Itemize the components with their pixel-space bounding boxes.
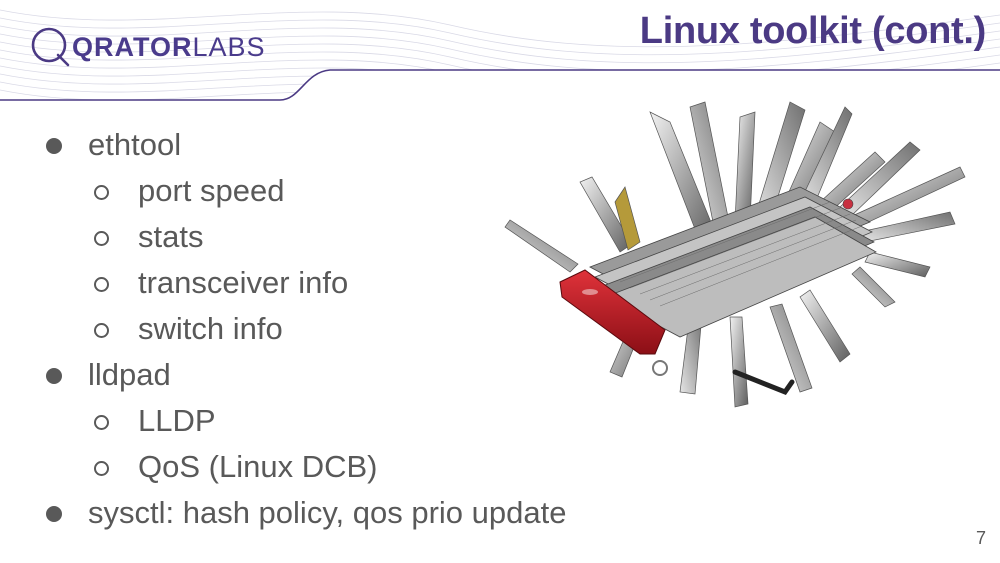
sub-bullet-text: transceiver info — [138, 265, 349, 300]
page-number: 7 — [975, 528, 986, 548]
bullet-text: sysctl: hash policy, qos prio update — [88, 495, 567, 530]
sub-bullet-item: stats — [40, 214, 660, 260]
sub-bullet-item: switch info — [40, 306, 660, 352]
bullet-text: ethtool — [88, 127, 182, 162]
slide-title: Linux toolkit (cont.) — [639, 10, 987, 52]
sub-bullet-text: port speed — [138, 173, 285, 208]
sub-bullet-text: switch info — [138, 311, 283, 346]
logo-text-light: LABS — [192, 31, 266, 62]
qrator-labs-logo: QRATORLABS — [28, 22, 266, 68]
sub-bullet-text: stats — [138, 219, 204, 254]
filled-bullet-icon — [46, 506, 62, 522]
hollow-bullet-icon — [94, 277, 109, 292]
filled-bullet-icon — [46, 368, 62, 384]
hollow-bullet-icon — [94, 323, 109, 338]
bullet-item: lldpad — [40, 352, 660, 398]
sub-bullet-item: LLDP — [40, 398, 660, 444]
sub-bullet-text: LLDP — [138, 403, 216, 438]
logo-text-bold: QRATOR — [72, 31, 193, 62]
hollow-bullet-icon — [94, 461, 109, 476]
bullet-item: ethtool — [40, 122, 660, 168]
sub-bullet-item: transceiver info — [40, 260, 660, 306]
filled-bullet-icon — [46, 138, 62, 154]
hollow-bullet-icon — [94, 231, 109, 246]
sub-bullet-text: QoS (Linux DCB) — [138, 449, 378, 484]
hollow-bullet-icon — [94, 185, 109, 200]
swiss-army-knife-image — [504, 101, 966, 408]
header-wave-background — [0, 9, 1000, 110]
hollow-bullet-icon — [94, 415, 109, 430]
sub-bullet-item: QoS (Linux DCB) — [40, 444, 660, 490]
bullet-item: sysctl: hash policy, qos prio update — [40, 490, 660, 536]
qrator-logo-icon — [31, 27, 70, 67]
sub-bullet-item: port speed — [40, 168, 660, 214]
bullet-text: lldpad — [88, 357, 171, 392]
logo-wordmark: QRATORLABS — [72, 32, 266, 63]
bullet-list: ethtool port speed stats transceiver inf… — [40, 122, 660, 536]
